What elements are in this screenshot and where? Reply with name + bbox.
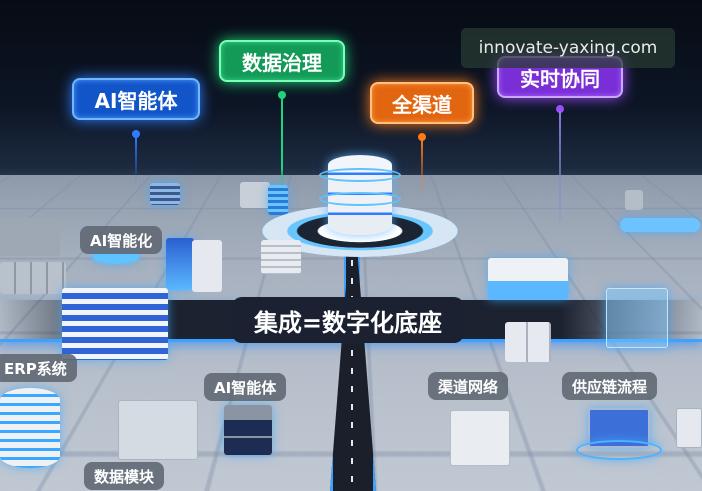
tag-channel-network: 渠道网络 <box>428 372 509 400</box>
cabinet-icon <box>505 322 551 362</box>
ai-server-icon <box>224 405 272 455</box>
server-ring <box>319 168 401 182</box>
pin-line <box>281 97 283 187</box>
data-module-platform <box>118 400 198 460</box>
glass-cube-icon <box>606 288 668 348</box>
edge-building-icon <box>676 408 702 448</box>
label-data-governance: 数据治理 <box>219 40 345 82</box>
road-center-line <box>351 260 353 491</box>
bg-building <box>620 218 700 232</box>
pin-line <box>135 136 137 186</box>
bg-building <box>625 190 643 210</box>
bar-chart-building-icon <box>166 238 194 290</box>
monitor-base-ring <box>576 440 662 460</box>
pin-line <box>421 139 423 199</box>
watermark: innovate-yaxing.com <box>461 28 675 68</box>
erp-building-icon <box>62 288 168 360</box>
tag-ai-agent: AI智能体 <box>204 373 287 401</box>
pin-dot <box>418 133 426 141</box>
tag-supply-chain: 供应链流程 <box>562 372 658 400</box>
pin-dot <box>132 130 140 138</box>
label-omnichannel: 全渠道 <box>370 82 474 124</box>
flat-building-icon <box>488 258 568 300</box>
server-ring <box>319 192 401 206</box>
pin-dot <box>278 91 286 99</box>
document-building-icon <box>450 410 510 466</box>
bg-building <box>150 183 180 205</box>
database-icon <box>0 388 60 468</box>
pin-dot <box>556 105 564 113</box>
pin-line <box>559 111 561 221</box>
bg-building <box>0 262 66 294</box>
bg-building <box>268 185 288 215</box>
bg-building <box>240 182 270 208</box>
office-building-icon <box>192 240 222 292</box>
tag-erp-system: ERP系统 <box>0 354 77 382</box>
label-ai-agent: AI智能体 <box>72 78 200 120</box>
office-building-icon <box>261 240 301 274</box>
tag-data-module: 数据模块 <box>84 462 165 490</box>
center-title: 集成=数字化底座 <box>232 297 464 343</box>
bg-building <box>0 218 60 256</box>
tag-ai-intelligence: AI智能化 <box>80 226 163 254</box>
